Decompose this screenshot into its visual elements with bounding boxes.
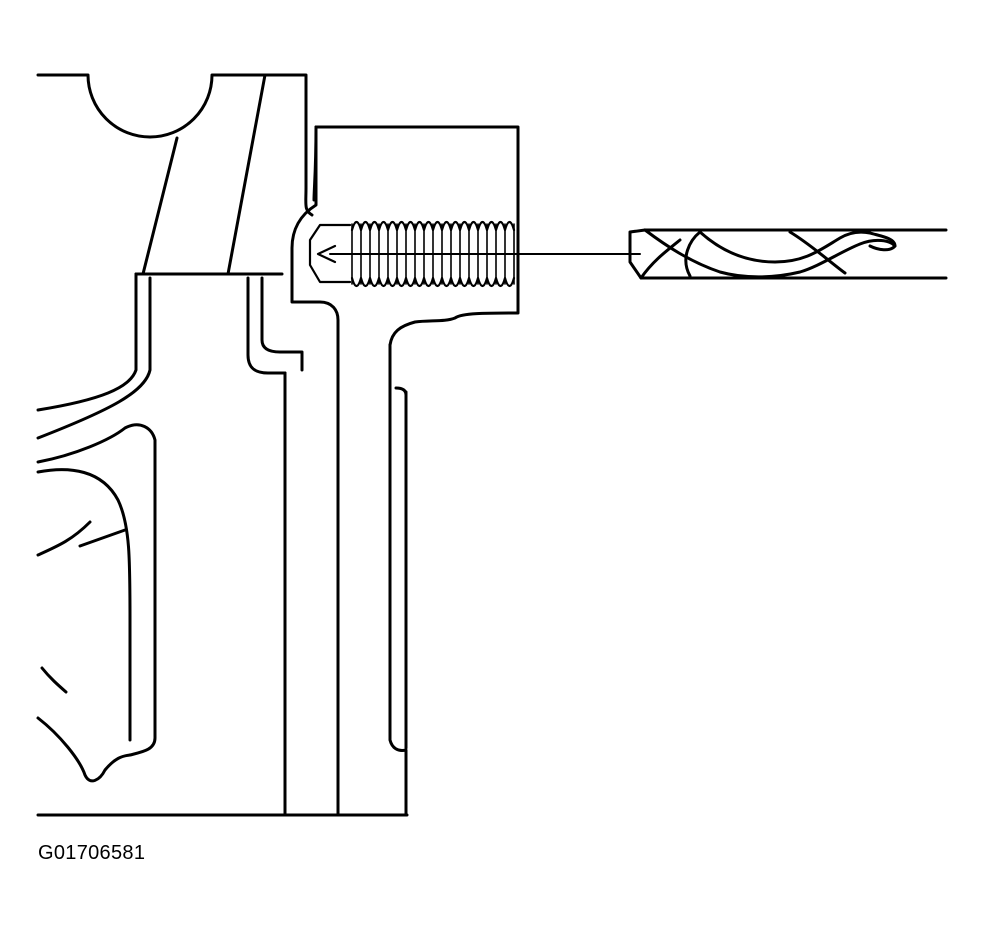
cylinder-head [36, 73, 409, 817]
drill-bit [628, 228, 948, 280]
figure-code: G01706581 [38, 842, 146, 864]
threaded-boss [290, 125, 520, 817]
